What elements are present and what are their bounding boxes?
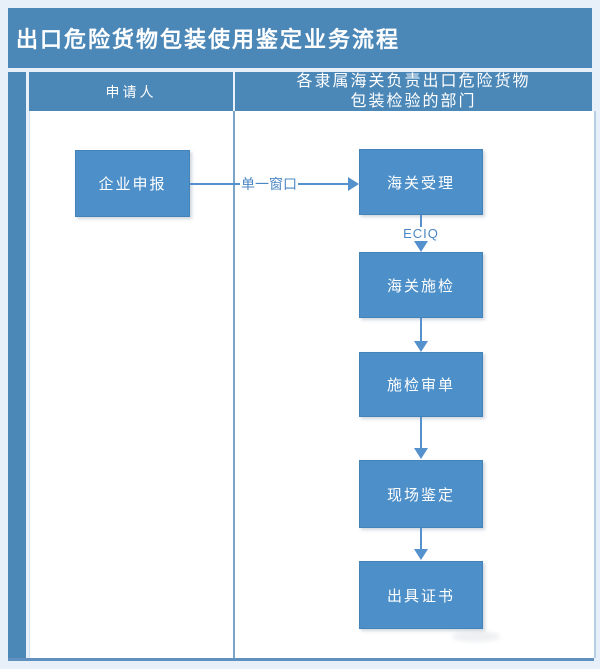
arrow-right-icon <box>348 176 359 191</box>
flow-box-enterprise-declaration: 企业申报 <box>75 150 190 217</box>
connector-line <box>420 318 422 341</box>
connector-single-window: 单一窗口 <box>190 175 359 192</box>
connector-line <box>420 417 422 448</box>
bottom-frame-border <box>8 658 594 661</box>
diagram-title-bar: 出口危险货物包装使用鉴定业务流程 <box>8 8 592 68</box>
left-lane-strip <box>8 72 26 658</box>
flow-box-customs-acceptance: 海关受理 <box>359 149 483 215</box>
connector-line <box>420 528 422 549</box>
flow-box-certificate-issuance: 出具证书 <box>359 561 483 629</box>
flow-box-onsite-identification: 现场鉴定 <box>359 460 483 528</box>
arrow-down-icon <box>414 549 428 560</box>
connector-label-single-window: 单一窗口 <box>241 175 297 192</box>
flow-box-customs-inspection: 海关施检 <box>359 252 483 318</box>
lane-divider <box>233 111 235 658</box>
connector-line <box>298 182 348 185</box>
arrow-down-icon <box>414 448 428 459</box>
connector-eciq-line <box>420 215 422 227</box>
arrow-down-icon <box>414 241 428 252</box>
lane-header-department-line1: 各隶属海关负责出口危险货物 <box>296 72 531 90</box>
flow-box-inspection-document-review: 施检审单 <box>359 352 483 417</box>
connector-label-eciq: ECIQ <box>403 226 439 241</box>
lane-header-applicant-label: 申请人 <box>105 83 157 100</box>
lane-header-applicant: 申请人 <box>29 72 233 111</box>
lane-header-department: 各隶属海关负责出口危险货物 包装检验的部门 <box>235 72 592 111</box>
arrow-down-icon <box>414 341 428 352</box>
lane-header-department-line2: 包装检验的部门 <box>350 92 477 110</box>
diagram-title: 出口危险货物包装使用鉴定业务流程 <box>16 27 401 52</box>
watermark <box>452 631 500 642</box>
connector-line <box>190 182 240 185</box>
